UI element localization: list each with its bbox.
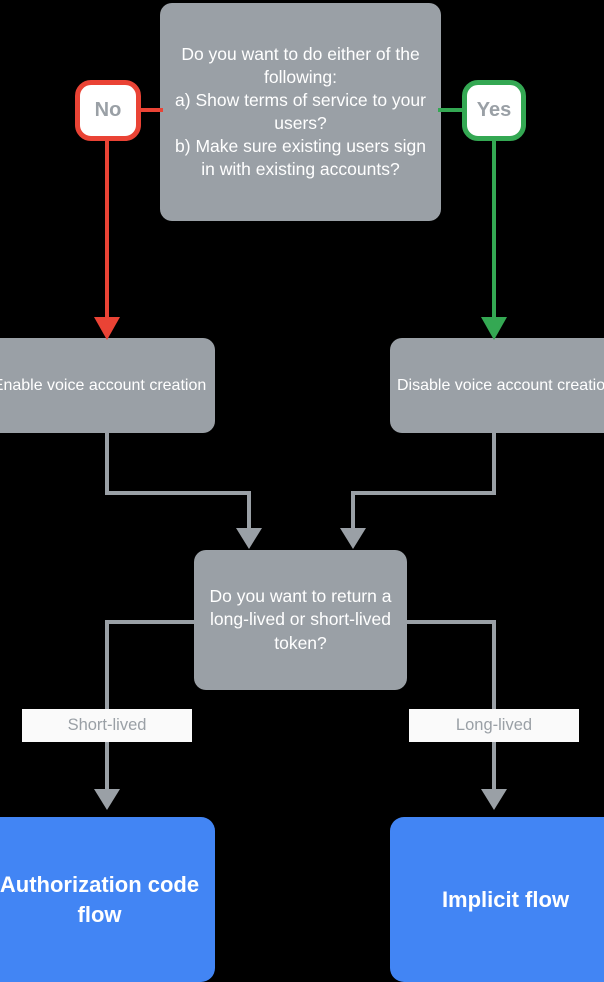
edge-enable-across	[105, 491, 251, 495]
edge-long-down	[492, 620, 496, 714]
edge-no-arrowhead	[94, 317, 120, 340]
process-node-enable-label: Enable voice account creation	[0, 376, 207, 394]
process-node-disable-voice-account-creation: Disable voice account creation	[390, 338, 604, 433]
edge-enable-arrowhead	[236, 528, 262, 549]
edge-label-no-text: No	[94, 99, 122, 121]
edge-label-no: No	[75, 80, 141, 141]
terminal-node-implicit-flow: Implicit flow	[390, 817, 604, 982]
decision-node-terms-label: Do you want to do either of the followin…	[175, 43, 426, 180]
edge-label-long-lived: Long-lived	[409, 709, 579, 742]
edge-label-short-lived: Short-lived	[22, 709, 192, 742]
edge-label-short-lived-text: Short-lived	[67, 716, 147, 734]
edge-no-horizontal	[133, 108, 163, 112]
edge-disable-drop	[351, 491, 355, 531]
edge-label-long-lived-text: Long-lived	[455, 716, 533, 734]
edge-short-arrowhead	[94, 789, 120, 810]
edge-long-to-implicit	[492, 740, 496, 792]
decision-node-token-label: Do you want to return a long-lived or sh…	[209, 586, 392, 653]
edge-short-down	[105, 620, 109, 714]
decision-node-terms-and-existing-users: Do you want to do either of the followin…	[160, 3, 441, 221]
edge-long-arrowhead	[481, 789, 507, 810]
edge-label-yes-text: Yes	[476, 99, 512, 121]
edge-disable-arrowhead	[340, 528, 366, 549]
edge-enable-drop	[247, 491, 251, 531]
edge-yes-horizontal	[438, 108, 468, 112]
edge-yes-arrowhead	[481, 317, 507, 340]
decision-node-token-lifetime: Do you want to return a long-lived or sh…	[194, 550, 407, 690]
edge-no-vertical	[105, 138, 109, 321]
process-node-enable-voice-account-creation: Enable voice account creation	[0, 338, 215, 433]
process-node-disable-label: Disable voice account creation	[396, 376, 604, 394]
edge-short-across	[105, 620, 197, 624]
terminal-node-authorization-code-flow: Authorization code flow	[0, 817, 215, 982]
edge-disable-across	[351, 491, 496, 495]
terminal-node-implicit-flow-label: Implicit flow	[441, 886, 570, 912]
edge-label-yes: Yes	[462, 80, 526, 141]
edge-long-across	[404, 620, 496, 624]
terminal-node-authorization-code-flow-label: Authorization code flow	[0, 872, 200, 927]
edge-yes-vertical	[492, 138, 496, 321]
edge-short-to-auth	[105, 740, 109, 792]
edge-disable-down	[492, 433, 496, 495]
edge-enable-down	[105, 433, 109, 495]
